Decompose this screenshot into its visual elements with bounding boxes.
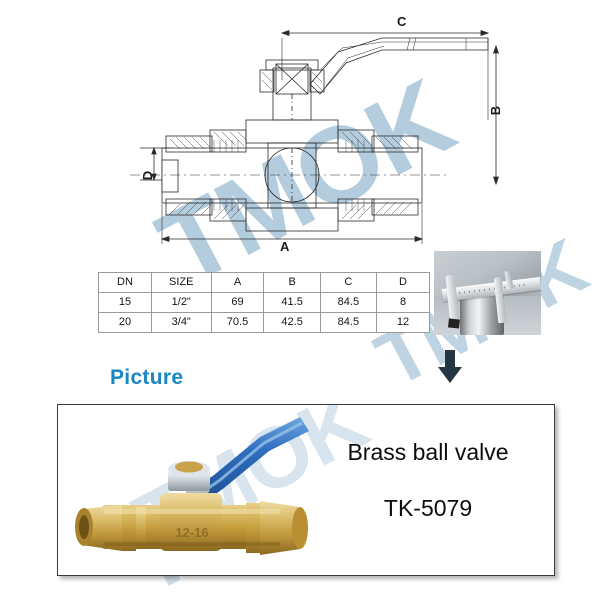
- dimension-label-a: A: [280, 239, 290, 254]
- product-photo-frame: TMOK: [57, 404, 555, 576]
- cell-size: 1/2": [150, 292, 212, 313]
- valve-right-nut: [260, 501, 300, 555]
- table-row: 15 1/2" 69 41.5 84.5 8: [98, 292, 430, 313]
- valve-center-body: [160, 493, 222, 551]
- dimension-label-d: D: [140, 170, 156, 181]
- cell-size: 3/4": [150, 312, 212, 333]
- valve-body-marking: 12-16: [175, 525, 208, 540]
- picture-section-label: Picture: [110, 366, 184, 389]
- table-header-row: DN SIZE A B C D: [98, 272, 430, 293]
- cell-d: 8: [376, 292, 430, 313]
- cell-d: 12: [376, 312, 430, 333]
- brass-ball-valve-photo: 12-16: [75, 417, 309, 555]
- cell-b: 42.5: [263, 312, 321, 333]
- valve-left-nut: [82, 505, 122, 551]
- product-name: Brass ball valve: [347, 439, 509, 465]
- dimension-label-c: C: [397, 14, 407, 29]
- cell-dn: 15: [98, 292, 152, 313]
- cell-c: 84.5: [319, 292, 378, 313]
- column-header-c: C: [319, 272, 378, 293]
- down-arrow-icon: [437, 350, 463, 384]
- column-header-a: A: [210, 272, 265, 293]
- cell-dn: 20: [98, 312, 152, 333]
- cell-a: 69: [210, 292, 265, 313]
- cell-b: 41.5: [263, 292, 321, 313]
- valve-cross-section-svg: [130, 30, 499, 244]
- column-header-d: D: [376, 272, 430, 293]
- specification-table: DN SIZE A B C D 15 1/2" 69 41.5 84.5 8 2…: [98, 272, 430, 333]
- table-row: 20 3/4" 70.5 42.5 84.5 12: [98, 312, 430, 333]
- product-spec-sheet: TMOK TMOK TMOK: [0, 0, 600, 600]
- technical-drawing: C B A D: [110, 8, 510, 258]
- cell-a: 70.5: [210, 312, 265, 333]
- column-header-dn: DN: [98, 272, 152, 293]
- dimension-label-b: B: [488, 105, 504, 116]
- cell-c: 84.5: [319, 312, 378, 333]
- column-header-b: B: [263, 272, 321, 293]
- column-header-size: SIZE: [150, 272, 212, 293]
- caliper-measurement-photo: [434, 251, 541, 335]
- product-model-number: TK-5079: [383, 495, 473, 521]
